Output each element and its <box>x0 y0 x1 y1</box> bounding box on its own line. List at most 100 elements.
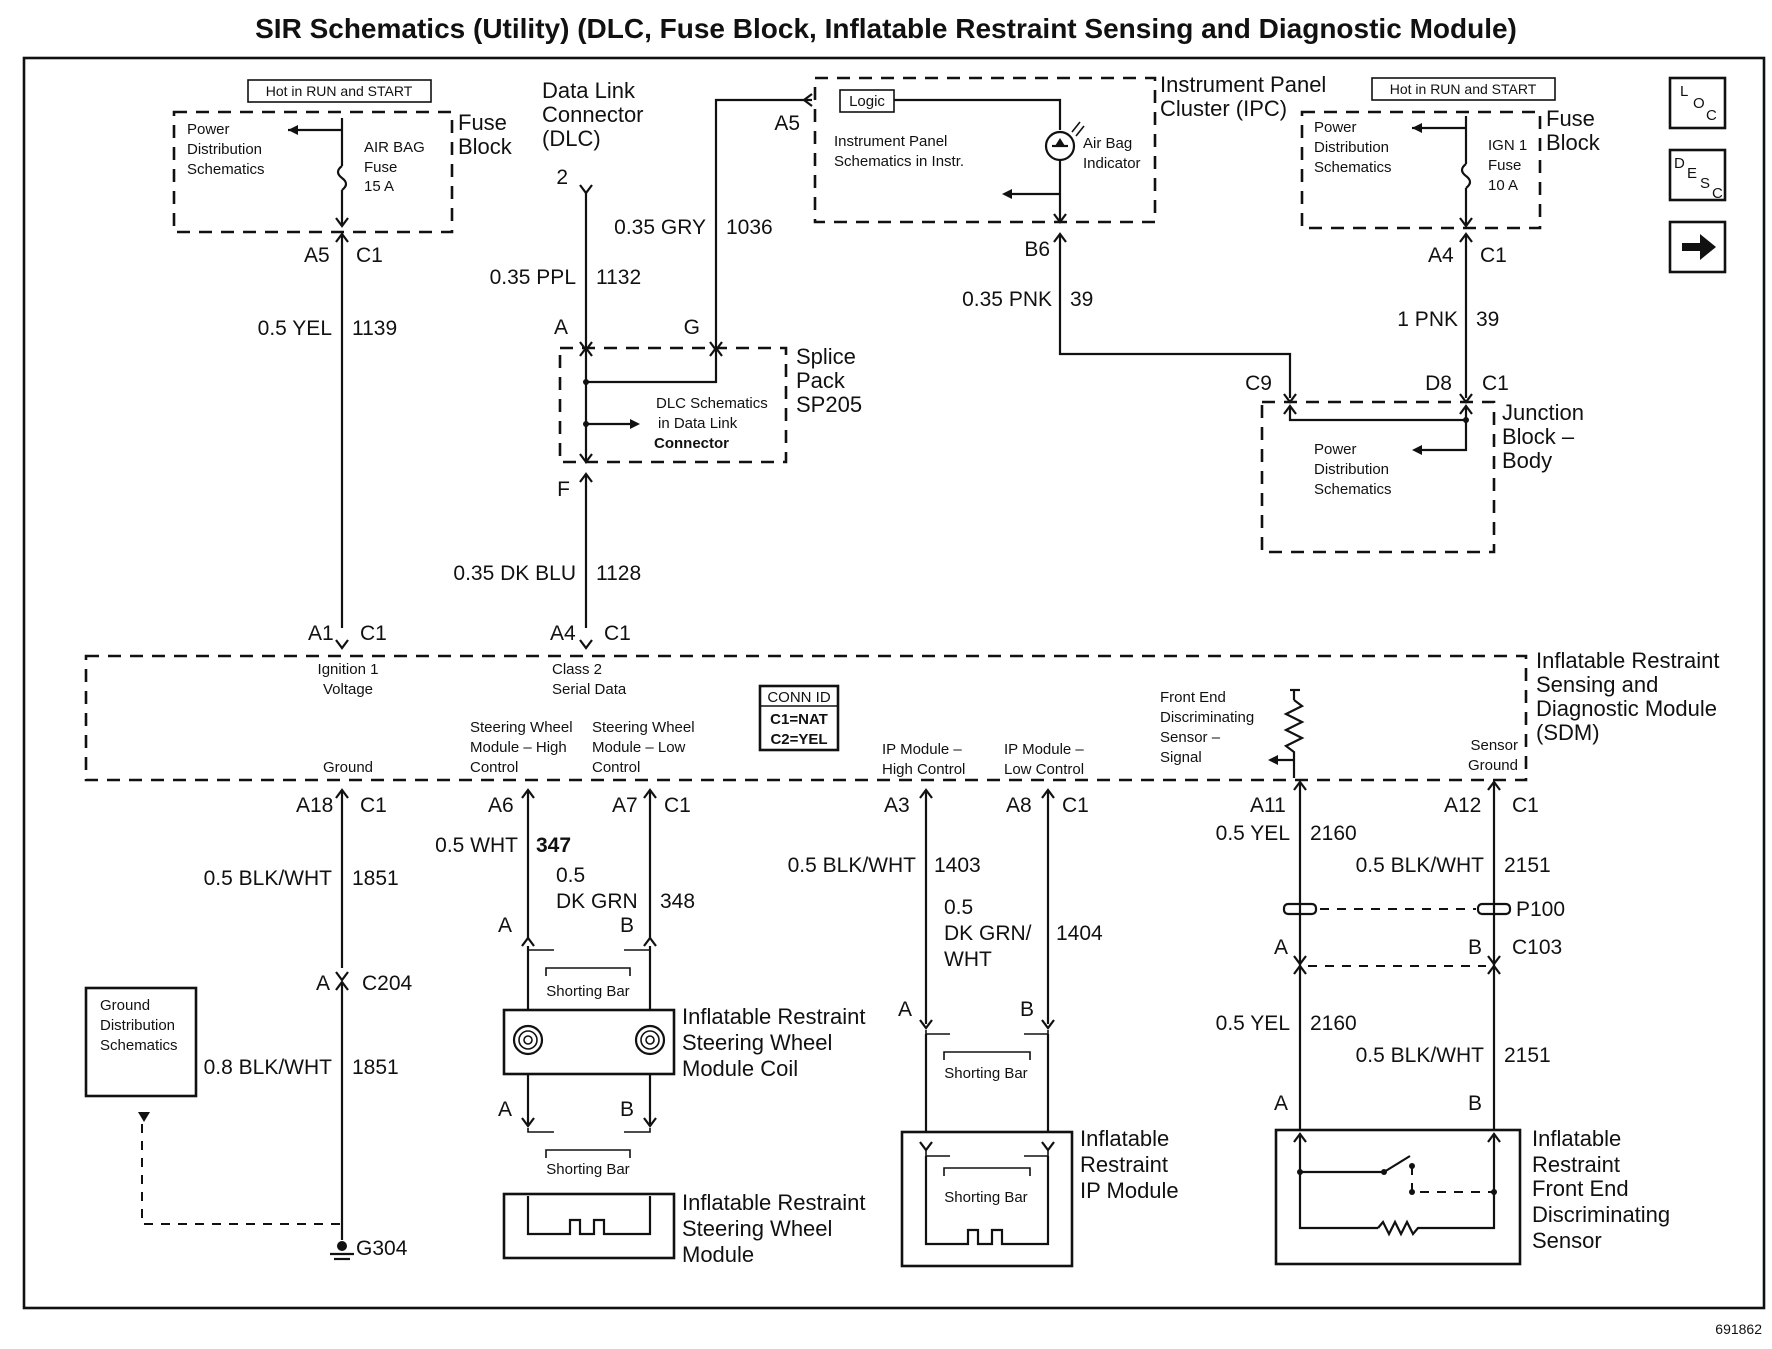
conn-id-box <box>758 684 840 752</box>
svg-text:348: 348 <box>660 890 695 913</box>
diagram-frame <box>22 56 1766 1310</box>
svg-text:Connector: Connector <box>542 102 644 127</box>
svg-text:Shorting Bar: Shorting Bar <box>944 1065 1027 1082</box>
svg-text:A7: A7 <box>612 794 638 817</box>
svg-text:L: L <box>1680 83 1688 100</box>
svg-text:C1: C1 <box>360 622 387 645</box>
svg-text:Indicator: Indicator <box>1083 155 1141 172</box>
svg-text:2151: 2151 <box>1504 854 1551 877</box>
svg-text:1 PNK: 1 PNK <box>1397 308 1458 331</box>
svg-text:0.35 PNK: 0.35 PNK <box>962 288 1052 311</box>
wire-1128: 0.35 DK BLU 1128 A4 C1 <box>453 474 641 650</box>
svg-text:Power: Power <box>187 121 230 138</box>
svg-text:in Data Link: in Data Link <box>658 415 738 432</box>
svg-text:Signal: Signal <box>1160 749 1202 766</box>
svg-text:A: A <box>316 972 330 995</box>
svg-text:2160: 2160 <box>1310 1012 1357 1035</box>
svg-text:Module – High: Module – High <box>470 739 567 756</box>
page-title: SIR Schematics (Utility) (DLC, Fuse Bloc… <box>255 13 1517 44</box>
svg-text:0.5 YEL: 0.5 YEL <box>1216 822 1290 845</box>
svg-text:D: D <box>1674 155 1685 172</box>
svg-text:Schematics: Schematics <box>100 1037 178 1054</box>
svg-text:IP Module –: IP Module – <box>1004 741 1084 758</box>
junction-block-body: C9 D8 C1 Junction Block – Body Power Dis… <box>1245 372 1584 554</box>
loc-button[interactable]: L O C <box>1668 76 1727 130</box>
svg-text:Module Coil: Module Coil <box>682 1056 798 1081</box>
svg-text:Ground: Ground <box>100 997 150 1014</box>
svg-text:0.5 WHT: 0.5 WHT <box>435 834 518 857</box>
svg-text:A4: A4 <box>550 622 576 645</box>
svg-text:Ground: Ground <box>323 759 373 776</box>
svg-text:Module: Module <box>682 1242 754 1267</box>
data-link-connector: Data Link Connector (DLC) 2 0.35 PPL 113… <box>490 78 644 348</box>
svg-text:B: B <box>620 1098 634 1121</box>
svg-text:Pack: Pack <box>796 368 846 393</box>
svg-text:0.5: 0.5 <box>944 896 973 919</box>
svg-text:(SDM): (SDM) <box>1536 720 1600 745</box>
next-page-button[interactable] <box>1668 220 1727 274</box>
svg-text:C1: C1 <box>1482 372 1509 395</box>
wire-1036: 0.35 GRY 1036 A5 <box>614 93 813 348</box>
arrow-icon <box>288 125 298 135</box>
svg-text:C9: C9 <box>1245 372 1272 395</box>
resistor-icon <box>1283 699 1305 778</box>
svg-text:Splice: Splice <box>796 344 856 369</box>
wire-1851: A18 C1 0.5 BLK/WHT 1851 A C204 0.8 BLK/W… <box>84 788 413 1261</box>
arrow-right-icon <box>1682 234 1716 260</box>
svg-text:Shorting Bar: Shorting Bar <box>546 983 629 1000</box>
svg-text:B: B <box>1468 1092 1482 1115</box>
svg-text:A4: A4 <box>1428 244 1454 267</box>
svg-text:0.5: 0.5 <box>556 864 585 887</box>
svg-text:Steering Wheel: Steering Wheel <box>592 719 695 736</box>
fuse-icon <box>336 165 348 191</box>
svg-text:1132: 1132 <box>596 266 641 289</box>
svg-text:Block –: Block – <box>1502 424 1575 449</box>
svg-text:WHT: WHT <box>944 948 992 971</box>
svg-text:0.5 BLK/WHT: 0.5 BLK/WHT <box>1356 854 1485 877</box>
fuse-icon <box>1460 163 1472 189</box>
svg-text:0.5 BLK/WHT: 0.5 BLK/WHT <box>1356 1044 1485 1067</box>
svg-text:Data Link: Data Link <box>542 78 636 103</box>
svg-text:0.35 GRY: 0.35 GRY <box>614 216 706 239</box>
hot-in-run-label: Hot in RUN and START <box>266 83 413 99</box>
svg-text:SP205: SP205 <box>796 392 862 417</box>
svg-text:B: B <box>1468 936 1482 959</box>
svg-text:Restraint: Restraint <box>1532 1152 1620 1177</box>
svg-text:C1: C1 <box>664 794 691 817</box>
wire-1403-1404: A3 A8 C1 0.5 BLK/WHT 1403 0.5 DK GRN/ WH… <box>788 788 1103 1132</box>
svg-text:Steering Wheel: Steering Wheel <box>682 1030 832 1055</box>
svg-text:A: A <box>498 914 512 937</box>
svg-text:0.35 PPL: 0.35 PPL <box>490 266 576 289</box>
p100-grommet-icon <box>1282 902 1318 916</box>
svg-text:DK GRN: DK GRN <box>556 890 638 913</box>
svg-text:A: A <box>554 316 568 339</box>
svg-text:Shorting Bar: Shorting Bar <box>546 1161 629 1178</box>
svg-text:2: 2 <box>556 166 568 189</box>
svg-text:Schematics: Schematics <box>1314 481 1392 498</box>
svg-text:A5: A5 <box>304 244 330 267</box>
svg-text:P100: P100 <box>1516 898 1565 921</box>
svg-text:DLC Schematics: DLC Schematics <box>656 395 768 412</box>
svg-text:Distribution: Distribution <box>100 1017 175 1034</box>
wire-39-fuse: A4 C1 1 PNK 39 <box>1397 232 1507 398</box>
svg-text:A12: A12 <box>1444 794 1481 817</box>
svg-text:A: A <box>898 998 912 1021</box>
svg-text:CONN ID: CONN ID <box>767 689 831 706</box>
svg-text:Distribution: Distribution <box>187 141 262 158</box>
svg-text:B: B <box>620 914 634 937</box>
svg-text:A1: A1 <box>308 622 334 645</box>
svg-text:Sensor: Sensor <box>1470 737 1518 754</box>
svg-text:Inflatable Restraint: Inflatable Restraint <box>682 1004 865 1029</box>
svg-text:347: 347 <box>536 834 571 857</box>
svg-text:A3: A3 <box>884 794 910 817</box>
svg-text:Fuse: Fuse <box>364 159 397 176</box>
svg-text:Diagnostic Module: Diagnostic Module <box>1536 696 1717 721</box>
svg-text:0.5 YEL: 0.5 YEL <box>1216 1012 1290 1035</box>
svg-text:Inflatable Restraint: Inflatable Restraint <box>1536 648 1719 673</box>
desc-button[interactable]: D E S C <box>1668 148 1727 202</box>
svg-text:DK GRN/: DK GRN/ <box>944 922 1032 945</box>
svg-text:A8: A8 <box>1006 794 1032 817</box>
fuse-block-left: Hot in RUN and START Fuse Block Power Di… <box>172 79 513 234</box>
svg-text:Sensing and: Sensing and <box>1536 672 1658 697</box>
svg-text:39: 39 <box>1070 288 1093 311</box>
